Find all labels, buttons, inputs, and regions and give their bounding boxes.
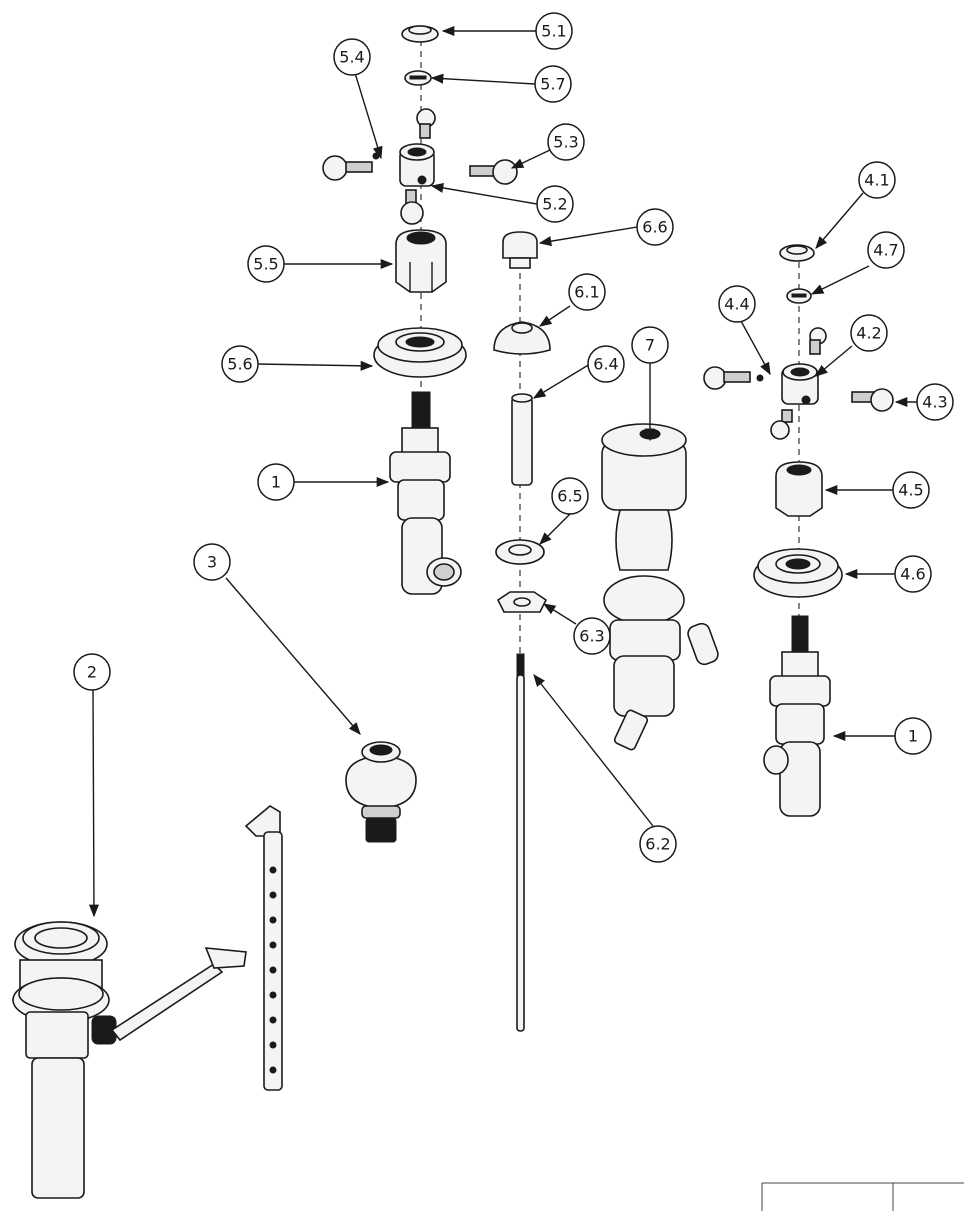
- balloon-4-4: 4.4: [718, 285, 756, 323]
- balloon-5-6: 5.6: [221, 345, 259, 383]
- balloon-5-5-label: 5.5: [253, 255, 278, 274]
- balloon-1-left-label: 1: [271, 473, 281, 492]
- balloon-7: 7: [631, 326, 669, 364]
- part-6-5-washer: [495, 539, 545, 565]
- balloon-6-4-label: 6.4: [593, 355, 618, 374]
- balloon-5-3: 5.3: [547, 123, 585, 161]
- part-7-spout-body: [601, 423, 719, 751]
- balloon-4-1-label: 4.1: [864, 171, 889, 190]
- balloon-6-4: 6.4: [587, 345, 625, 383]
- part-4-6-escutcheon: [753, 548, 843, 598]
- part-right-bottom-lever-ball: [770, 409, 793, 440]
- balloon-5-6-label: 5.6: [227, 355, 252, 374]
- pop-up-rod-assembly: [493, 231, 551, 1032]
- balloon-7-label: 7: [645, 336, 655, 355]
- part-5-6-escutcheon: [373, 327, 467, 378]
- balloon-1-right: 1: [894, 717, 932, 755]
- part-left-lever-ball: [322, 152, 380, 181]
- part-4-7-screw: [786, 288, 812, 304]
- balloon-4-4-label: 4.4: [724, 295, 749, 314]
- balloon-4-5: 4.5: [892, 471, 930, 509]
- balloon-1-right-label: 1: [908, 727, 918, 746]
- part-5-5-hex-nut: [395, 229, 447, 293]
- balloon-2-label: 2: [87, 663, 97, 682]
- part-5-1-cap: [401, 25, 439, 43]
- balloon-5-4: 5.4: [333, 38, 371, 76]
- leader-lines: [88, 25, 917, 918]
- part-4-2-hub: [781, 363, 819, 405]
- balloon-4-1: 4.1: [858, 161, 896, 199]
- balloon-4-6: 4.6: [894, 555, 932, 593]
- balloon-6-1: 6.1: [568, 273, 606, 311]
- balloon-6-6: 6.6: [636, 208, 674, 246]
- balloon-4-7: 4.7: [867, 231, 905, 269]
- balloon-4-5-label: 4.5: [898, 481, 923, 500]
- part-right-top-lever-ball: [809, 327, 827, 355]
- part-1-valve-body-left: [389, 391, 462, 595]
- balloon-4-3-label: 4.3: [922, 393, 947, 412]
- part-3-pop-up-flange: [345, 741, 417, 843]
- part-6-4-tube: [511, 393, 533, 486]
- balloon-6-3-label: 6.3: [579, 627, 604, 646]
- balloon-5-7: 5.7: [534, 65, 572, 103]
- balloon-4-2: 4.2: [850, 314, 888, 352]
- balloon-5-4-label: 5.4: [339, 48, 364, 67]
- balloon-4-6-label: 4.6: [900, 565, 925, 584]
- part-5-7-screw: [404, 70, 432, 86]
- part-4-5-hex-nut: [775, 461, 823, 517]
- title-block-corner: [761, 1182, 964, 1211]
- part-4-1-cap: [779, 244, 815, 262]
- balloon-4-2-label: 4.2: [856, 324, 881, 343]
- balloon-6-2: 6.2: [639, 825, 677, 863]
- balloon-5-1: 5.1: [535, 12, 573, 50]
- balloon-6-1-label: 6.1: [574, 283, 599, 302]
- balloon-6-3: 6.3: [573, 617, 611, 655]
- balloon-5-2-label: 5.2: [542, 195, 567, 214]
- balloon-6-6-label: 6.6: [642, 218, 667, 237]
- part-5-3-lever-ball: [469, 159, 518, 185]
- left-handle-assembly: [322, 25, 518, 595]
- balloon-4-3: 4.3: [916, 383, 954, 421]
- part-2-drain-assembly: [12, 921, 247, 1199]
- balloon-2: 2: [73, 653, 111, 691]
- balloon-6-5: 6.5: [551, 477, 589, 515]
- part-bottom-lever-ball: [400, 189, 424, 225]
- balloon-5-7-label: 5.7: [540, 75, 565, 94]
- balloon-4-7-label: 4.7: [873, 241, 898, 260]
- part-1-valve-body-right: [763, 615, 831, 817]
- balloon-5-1-label: 5.1: [541, 22, 566, 41]
- part-right-left-lever-ball: [703, 366, 764, 390]
- balloon-5-5: 5.5: [247, 245, 285, 283]
- part-5-2-hub: [399, 143, 435, 187]
- part-6-3-nut: [496, 591, 548, 613]
- clevis-strap: [244, 805, 283, 1091]
- balloon-3: 3: [193, 543, 231, 581]
- balloon-5-3-label: 5.3: [553, 133, 578, 152]
- balloon-3-label: 3: [207, 553, 217, 572]
- right-handle-assembly: [703, 244, 894, 817]
- part-top-lever-ball: [416, 108, 436, 139]
- balloon-5-2: 5.2: [536, 185, 574, 223]
- part-4-3-lever-ball: [851, 388, 894, 412]
- balloon-1-left: 1: [257, 463, 295, 501]
- part-6-6-knob: [502, 231, 538, 269]
- balloon-6-2-label: 6.2: [645, 835, 670, 854]
- part-6-2-rod: [516, 653, 525, 1032]
- part-6-1-cap: [493, 321, 551, 355]
- balloon-6-5-label: 6.5: [557, 487, 582, 506]
